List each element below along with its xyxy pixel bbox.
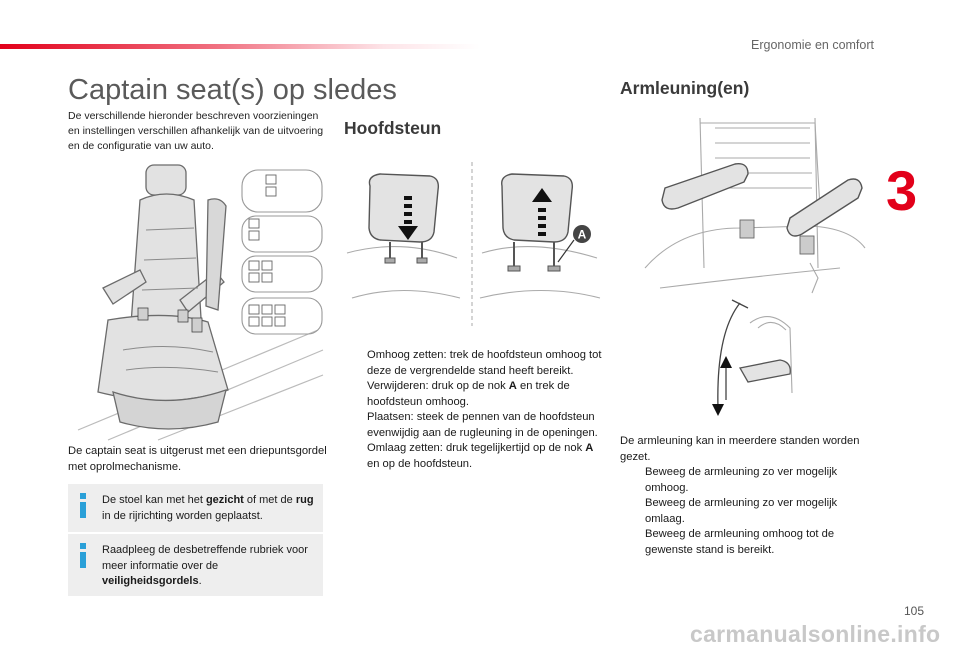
section-title: Ergonomie en comfort: [751, 38, 874, 52]
headrest-step: Omhoog zetten: trek de hoofdsteun omhoog…: [367, 349, 602, 377]
header-accent-bar: [0, 44, 480, 49]
armrest-description: De armleuning kan in meerdere standen wo…: [620, 434, 860, 558]
headrest-step: Omlaag zetten: druk tegelijkertijd op de…: [367, 442, 594, 470]
label-a: A: [578, 228, 587, 242]
headrest-heading: Hoofdsteun: [344, 118, 442, 138]
seat-description: De captain seat is uitgerust met een dri…: [68, 445, 327, 473]
info-box-orientation: De stoel kan met het gezicht of met de r…: [68, 484, 323, 532]
headrest-illustration: A: [346, 162, 601, 326]
armrest-step: Beweeg de armleuning zo ver mogelijk oml…: [645, 497, 838, 525]
armrest-steps: Beweeg de armleuning zo ver mogelijk omh…: [620, 465, 860, 558]
page-title: Captain seat(s) op sledes: [68, 74, 397, 106]
armrest-desc-text: De armleuning kan in meerdere standen wo…: [620, 435, 860, 463]
intro-text: De verschillende hieronder beschreven vo…: [68, 110, 324, 152]
page-number: 105: [904, 604, 925, 618]
info-icon: [78, 543, 88, 569]
chapter-number: 3: [886, 159, 918, 222]
headrest-steps: Omhoog zetten: trek de hoofdsteun omhoog…: [342, 348, 604, 472]
info-box-seatbelts: Raadpleeg de desbetreffende rubriek voor…: [68, 534, 323, 596]
armrest-step: Beweeg de armleuning zo ver mogelijk omh…: [645, 466, 838, 494]
armrest-step: Beweeg de armleuning omhoog tot de gewen…: [645, 528, 835, 556]
watermark: carmanualsonline.info: [690, 621, 941, 647]
info-text-orientation: De stoel kan met het gezicht of met de r…: [102, 494, 314, 522]
info-text-seatbelts: Raadpleeg de desbetreffende rubriek voor…: [102, 544, 308, 587]
headrest-step: Plaatsen: steek de pennen van de hoofdst…: [367, 411, 598, 439]
armrest-heading: Armleuning(en): [620, 78, 750, 98]
armrest-illustration: [644, 118, 866, 416]
headrest-step: Verwijderen: druk op de nok A en trek de…: [367, 380, 570, 408]
info-icon: [78, 493, 88, 519]
captain-seat-illustration: [77, 164, 324, 441]
